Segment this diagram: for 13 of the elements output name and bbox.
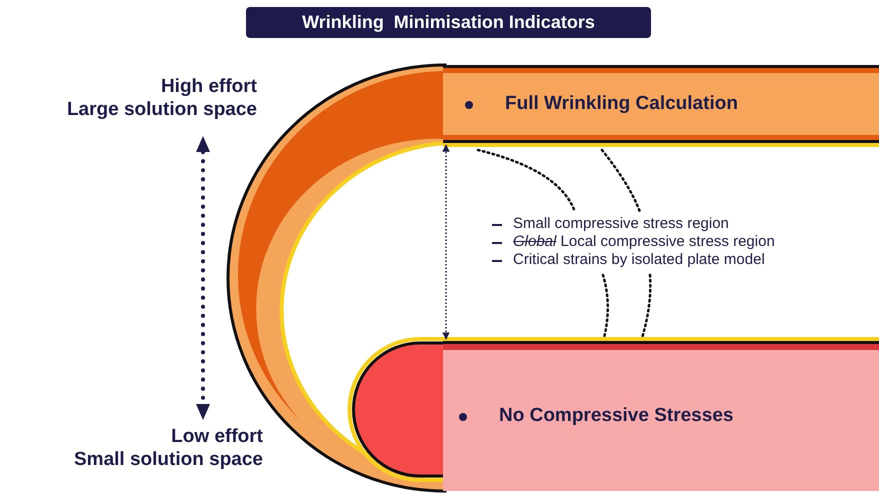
title-banner: Wrinkling Minimisation Indicators [246, 7, 651, 38]
bar-block [443, 65, 879, 143]
bar-label: No Compressive Stresses [499, 405, 734, 427]
bullet-text: Critical strains by isolated plate model [513, 251, 765, 268]
axis-label: Small solution space [74, 449, 263, 471]
bar-label: Full Wrinkling Calculation [505, 93, 738, 115]
bullet-text: Small compressive stress region [513, 215, 729, 232]
axis-label: Large solution space [66, 99, 257, 121]
bullet-text: Global Local compressive stress region [513, 233, 775, 250]
axis-label: Low effort [171, 426, 263, 448]
bar-block [443, 341, 879, 491]
axis-label: High effort [160, 76, 257, 98]
dotted-arrow [442, 144, 450, 340]
